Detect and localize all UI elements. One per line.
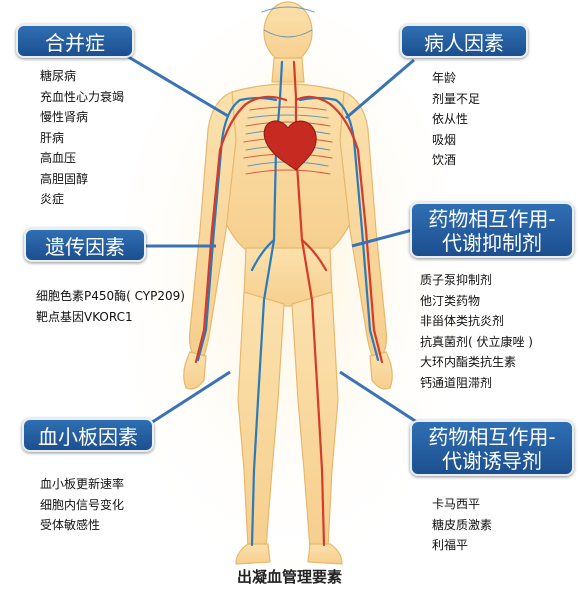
complications-heading: 合并症 — [45, 31, 105, 55]
list-item: 慢性肾病 — [40, 107, 124, 128]
list-item: 糖皮质激素 — [432, 515, 492, 536]
complications-list: 糖尿病 充血性心力衰竭 慢性肾病 肝病 高血压 高胆固醇 炎症 — [40, 66, 124, 210]
inhibition-heading-line2: 代谢抑制剂 — [412, 231, 572, 255]
list-item: 受体敏感性 — [40, 515, 124, 536]
list-item: 利福平 — [432, 535, 492, 556]
list-item: 充血性心力衰竭 — [40, 87, 124, 108]
list-item: 饮酒 — [432, 150, 480, 171]
list-item: 细胞内信号变化 — [40, 495, 124, 516]
list-item: 高胆固醇 — [40, 169, 124, 190]
personal-heading: 病人因素 — [424, 31, 504, 55]
list-item: 钙通道阻滞剂 — [420, 373, 533, 394]
personal-list: 年龄 剂量不足 依从性 吸烟 饮酒 — [432, 68, 480, 171]
induction-label: 药物相互作用- 代谢诱导剂 — [410, 420, 574, 476]
list-item: 血小板更新速率 — [40, 474, 124, 495]
list-item: 依从性 — [432, 109, 480, 130]
inhibition-list: 质子泵抑制剂 他汀类药物 非甾体类抗炎剂 抗真菌剂( 伏立康唑 ) 大环内酯类抗… — [420, 270, 533, 393]
list-item: 抗真菌剂( 伏立康唑 ) — [420, 332, 533, 353]
list-item: 靶点基因VKORC1 — [36, 307, 185, 328]
figure-title: 出凝血管理要素 — [0, 566, 579, 587]
induction-list: 卡马西平 糖皮质激素 利福平 — [432, 494, 492, 556]
list-item: 卡马西平 — [432, 494, 492, 515]
platelet-list: 血小板更新速率 细胞内信号变化 受体敏感性 — [40, 474, 124, 536]
genetic-heading: 遗传因素 — [45, 235, 125, 259]
induction-heading-line2: 代谢诱导剂 — [412, 449, 572, 473]
genetic-list: 细胞色素P450酶( CYP209) 靶点基因VKORC1 — [36, 286, 185, 327]
list-item: 非甾体类抗炎剂 — [420, 311, 533, 332]
list-item: 剂量不足 — [432, 89, 480, 110]
list-item: 糖尿病 — [40, 66, 124, 87]
list-item: 炎症 — [40, 189, 124, 210]
genetic-label: 遗传因素 — [24, 228, 146, 262]
personal-label: 病人因素 — [400, 24, 528, 58]
list-item: 他汀类药物 — [420, 291, 533, 312]
list-item: 质子泵抑制剂 — [420, 270, 533, 291]
list-item: 年龄 — [432, 68, 480, 89]
platelet-label: 血小板因素 — [22, 418, 154, 452]
list-item: 细胞色素P450酶( CYP209) — [36, 286, 185, 307]
list-item: 肝病 — [40, 128, 124, 149]
induction-heading-line1: 药物相互作用- — [412, 425, 572, 449]
list-item: 大环内酯类抗生素 — [420, 352, 533, 373]
inhibition-label: 药物相互作用- 代谢抑制剂 — [410, 202, 574, 258]
list-item: 高血压 — [40, 148, 124, 169]
platelet-heading: 血小板因素 — [38, 425, 138, 449]
complications-label: 合并症 — [16, 24, 134, 58]
inhibition-heading-line1: 药物相互作用- — [412, 207, 572, 231]
list-item: 吸烟 — [432, 130, 480, 151]
